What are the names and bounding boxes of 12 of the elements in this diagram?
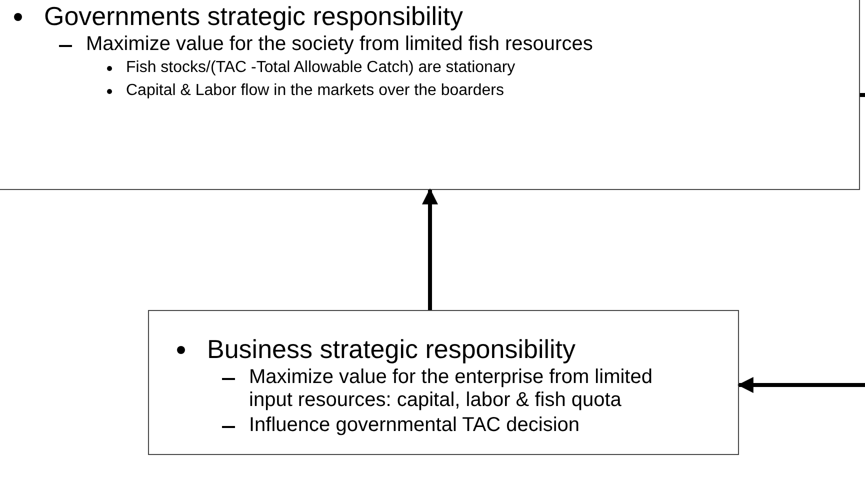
- connector-line: [860, 93, 865, 97]
- bullet-text: Influence governmental TAC decision: [249, 414, 580, 437]
- bullet-text: Fish stocks/(TAC -Total Allowable Catch) are stationary: [126, 58, 516, 78]
- text-box: [148, 310, 739, 455]
- bullet-text: Maximize value for the enterprise from limited input resources: capital, labor & fish quota: [249, 366, 654, 412]
- heading-text: Business strategic responsibility: [207, 334, 576, 364]
- arrow: [422, 188, 438, 310]
- text-box: [0, 0, 860, 190]
- bullet-text: Maximize value for the society from limited fish resources: [86, 33, 593, 56]
- heading-text: Governments strategic responsibility: [44, 1, 464, 31]
- arrow: [737, 377, 865, 393]
- bullet-text: Capital & Labor flow in the markets over the boarders: [126, 81, 504, 101]
